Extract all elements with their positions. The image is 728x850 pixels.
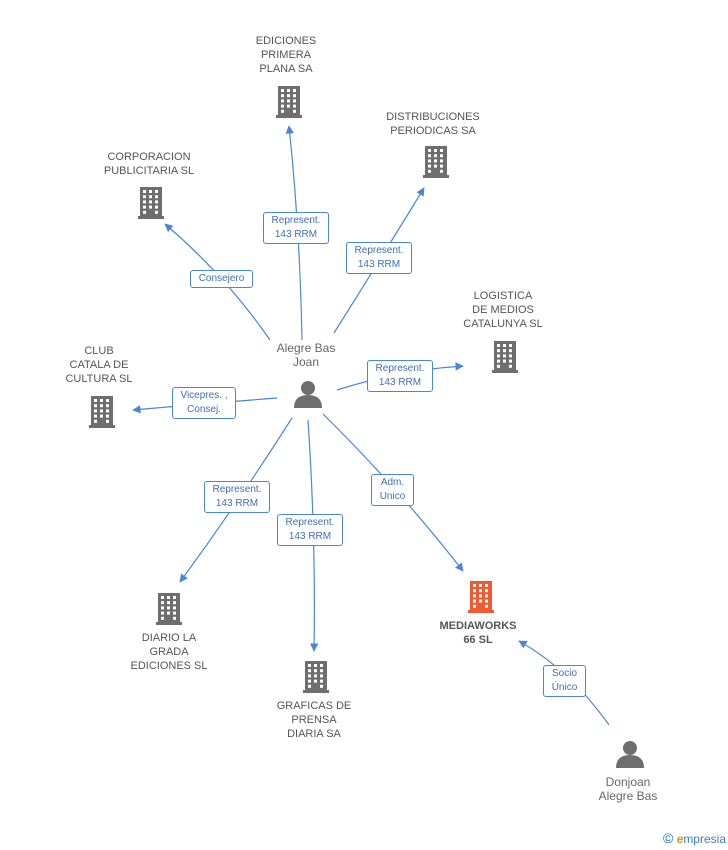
company-label: LOGISTICA <box>473 290 533 302</box>
copyright-symbol: © <box>662 830 674 846</box>
person-name: Alegre Bas <box>598 789 658 803</box>
building-icon <box>423 146 449 178</box>
building-icon <box>492 341 518 373</box>
company-label: MEDIAWORKS <box>439 620 517 632</box>
icons <box>89 86 644 768</box>
company-label: EDICIONES <box>255 35 317 47</box>
person-icon <box>294 381 322 408</box>
relation-text: Adm. <box>380 477 405 488</box>
company-corporacion[interactable]: CORPORACION PUBLICITARIA SL <box>93 150 205 178</box>
company-label: PLANA SA <box>259 63 313 75</box>
relation-text: Consej. <box>187 404 221 415</box>
company-mediaworks[interactable]: MEDIAWORKS 66 SL <box>428 619 528 647</box>
relation-text: Represent. <box>375 363 425 374</box>
brand-initial: e <box>676 832 684 846</box>
company-ediciones[interactable]: EDICIONES PRIMERA PLANA SA <box>236 34 336 76</box>
relation-text: 143 RRM <box>378 377 422 388</box>
company-label: DIARIA SA <box>287 728 341 740</box>
relation-text: Unico <box>379 491 406 502</box>
building-icon <box>156 593 182 625</box>
relation-text: Represent. <box>285 517 335 528</box>
person-alegre-bas-joan[interactable]: Alegre Bas Joan <box>256 341 356 369</box>
relation-label-corporacion: Consejero <box>190 270 253 288</box>
company-label: CULTURA SL <box>65 373 133 385</box>
brand-name: mpresia <box>683 832 726 846</box>
company-label: DIARIO LA <box>141 632 197 644</box>
person-icon <box>616 741 644 768</box>
brand-logo[interactable]: © empresia <box>663 830 726 846</box>
company-label: DISTRIBUCIONES <box>386 111 480 123</box>
company-label: PERIODICAS SA <box>390 125 476 137</box>
company-label: PRENSA <box>291 714 337 726</box>
relation-label-distribuciones: Represent. 143 RRM <box>346 242 412 274</box>
relation-text: Único <box>551 682 578 693</box>
company-graficas[interactable]: GRAFICAS DE PRENSA DIARIA SA <box>264 699 364 741</box>
relation-text: Represent. <box>271 215 321 226</box>
relation-label-club: Vicepres. , Consej. <box>172 387 236 419</box>
relation-text: 143 RRM <box>288 531 332 542</box>
relation-text: 143 RRM <box>357 259 401 270</box>
company-label: CLUB <box>84 345 114 357</box>
person-name: Donjoan <box>605 775 651 789</box>
relation-text: 143 RRM <box>274 229 318 240</box>
building-icon <box>303 661 329 693</box>
company-label: GRADA <box>149 646 189 658</box>
person-name: Joan <box>292 355 320 369</box>
company-label: GRAFICAS DE <box>276 700 352 712</box>
relation-text: Socio <box>551 668 577 679</box>
company-label: DE MEDIOS <box>472 304 534 316</box>
relation-text: Vicepres. , <box>180 390 228 401</box>
building-icon <box>468 581 494 613</box>
relation-label-mediaworks: Adm. Unico <box>371 474 414 506</box>
building-icon <box>89 396 115 428</box>
relation-label-diario: Represent. 143 RRM <box>204 481 270 513</box>
company-diario[interactable]: DIARIO LA GRADA EDICIONES SL <box>119 631 219 673</box>
company-label: CATALA DE <box>69 359 129 371</box>
company-label: PRIMERA <box>260 49 312 61</box>
relation-text: Consejero <box>198 273 245 284</box>
building-icon <box>138 187 164 219</box>
relation-label-logistica: Represent. 143 RRM <box>367 360 433 392</box>
company-label: PUBLICITARIA SL <box>103 165 195 177</box>
company-label: 66 SL <box>463 634 493 646</box>
company-logistica[interactable]: LOGISTICA DE MEDIOS CATALUNYA SL <box>448 289 558 331</box>
company-label: CORPORACION <box>107 151 191 163</box>
company-distribuciones[interactable]: DISTRIBUCIONES PERIODICAS SA <box>373 110 493 138</box>
company-club[interactable]: CLUB CATALA DE CULTURA SL <box>54 344 144 386</box>
relation-label-graficas: Represent. 143 RRM <box>277 514 343 546</box>
company-label: CATALUNYA SL <box>463 318 543 330</box>
building-icon <box>276 86 302 118</box>
person-name: Alegre Bas <box>276 341 336 355</box>
relation-text: Represent. <box>212 484 262 495</box>
relation-text: Represent. <box>354 245 404 256</box>
relation-text: 143 RRM <box>215 498 259 509</box>
company-label: EDICIONES SL <box>130 660 208 672</box>
relation-label-ediciones: Represent. 143 RRM <box>263 212 329 244</box>
relation-label-socio: Socio Único <box>543 665 586 697</box>
person-donjoan-alegre-bas[interactable]: Donjoan Alegre Bas <box>578 775 678 803</box>
